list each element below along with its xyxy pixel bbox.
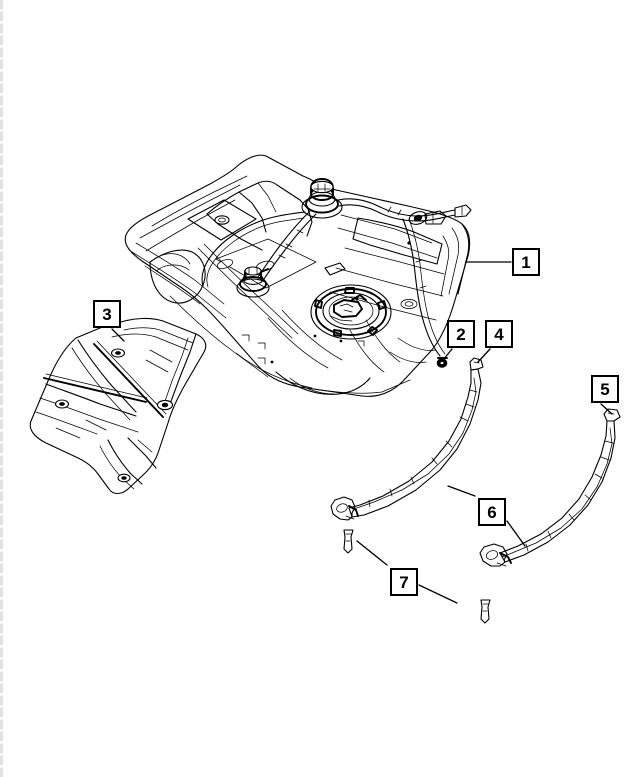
fuel-tank-valve-assembly [301, 178, 343, 219]
leader-4 [477, 348, 491, 363]
fuel-tank-strap-right [479, 408, 621, 624]
fuel-tank-strap-left [330, 357, 484, 554]
callout-3[interactable]: 3 [93, 300, 121, 328]
callout-5[interactable]: 5 [591, 375, 619, 403]
leader-5 [600, 403, 613, 415]
callout-6[interactable]: 6 [478, 498, 506, 526]
callout-leader-lines [111, 261, 613, 604]
fuel-pump-module [310, 284, 392, 340]
strap-bolt-left [343, 529, 354, 554]
leader-3 [111, 328, 125, 342]
fuel-tank-outlet-fitting [408, 210, 447, 225]
page-left-edge-border [0, 0, 3, 777]
leader-2 [442, 348, 453, 361]
strap-bolt-right [480, 599, 491, 624]
callout-4[interactable]: 4 [485, 320, 513, 348]
fuel-line-grommet [436, 357, 448, 368]
leader-6a [447, 485, 476, 497]
strap-bracket-left [330, 496, 359, 521]
fuel-tank-rollover-valve [236, 266, 270, 298]
leader-7a [356, 540, 388, 566]
callout-7[interactable]: 7 [390, 568, 418, 596]
leader-7b [418, 584, 458, 604]
leader-6b [506, 520, 526, 547]
callout-1[interactable]: 1 [512, 248, 540, 276]
fuel-tank-body [124, 154, 472, 397]
strap-bracket-right [479, 543, 512, 567]
fuel-vent-hoses [201, 198, 472, 368]
fuel-tank-heat-shield [29, 317, 207, 495]
callout-2[interactable]: 2 [447, 320, 475, 348]
